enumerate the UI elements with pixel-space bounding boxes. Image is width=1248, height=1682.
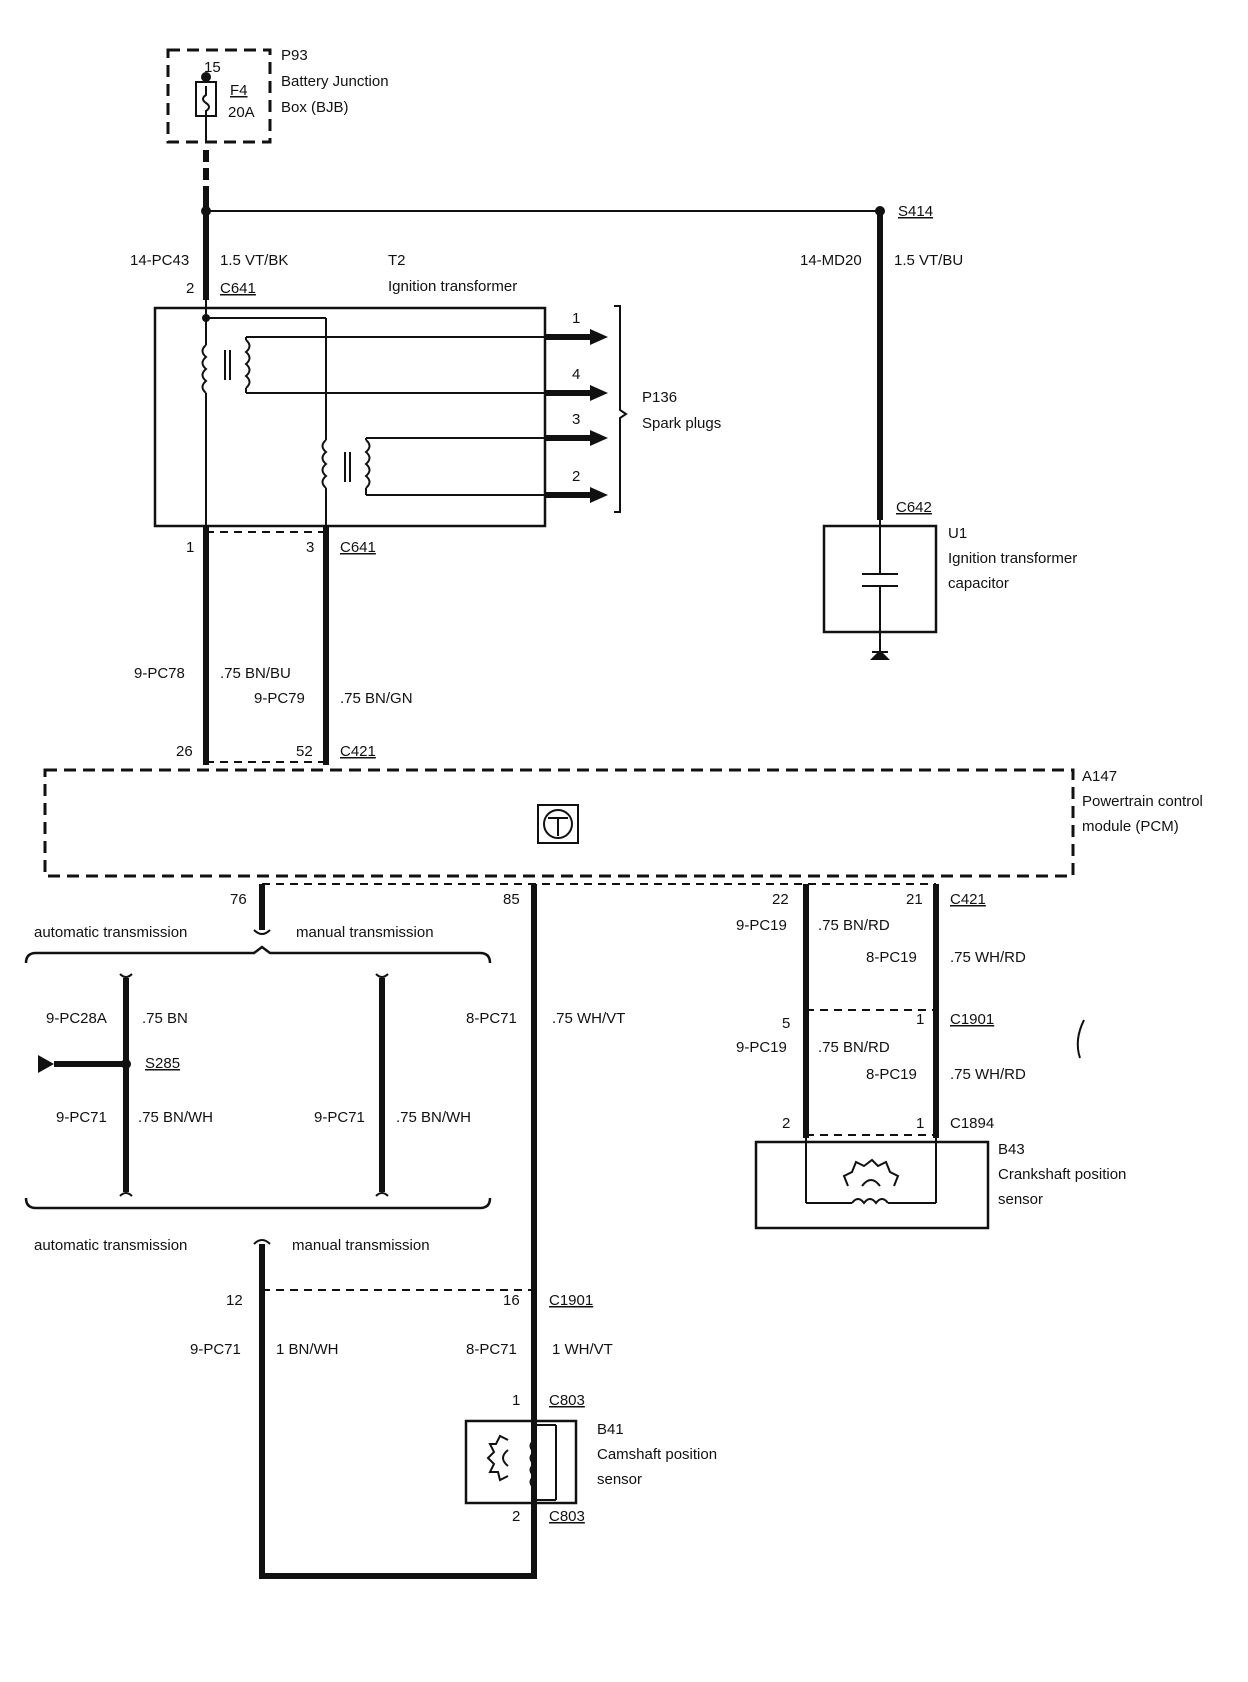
pc78-spec: .75 BN/BU <box>220 665 291 682</box>
fuse-rating: 20A <box>228 104 255 121</box>
u1-name-1: Ignition transformer <box>948 550 1077 567</box>
crankshaft-gear-icon <box>842 1158 900 1187</box>
bjb-id: P93 <box>281 47 308 64</box>
pc71-auto-spec: .75 BN/WH <box>138 1109 213 1126</box>
b43-pin-1: 1 <box>916 1115 924 1132</box>
fuse-id: F4 <box>230 82 248 99</box>
pcm-id: A147 <box>1082 768 1117 785</box>
battery-junction-box: 15 F4 20A P93 Battery Junction Box (BJB) <box>166 47 389 144</box>
bjb-name-2: Box (BJB) <box>281 99 349 116</box>
scan-artifact <box>1076 1019 1085 1059</box>
spark-plugs-id: P136 <box>642 389 677 406</box>
splice-s285-label: S285 <box>145 1055 180 1072</box>
pc43-spec: 1.5 VT/BK <box>220 252 288 269</box>
b41-pin-top: 1 <box>512 1392 520 1409</box>
u1-conn: C642 <box>896 499 932 516</box>
spark-plug-1: 1 <box>572 310 580 327</box>
8pc71-mid-spec: .75 WH/VT <box>552 1010 625 1027</box>
b43-name-1: Crankshaft position <box>998 1166 1126 1183</box>
pcm-module-icon <box>537 804 579 844</box>
pcm-pin-26: 26 <box>176 743 193 760</box>
splice-s414-label: S414 <box>898 203 933 220</box>
pcm-name-2: module (PCM) <box>1082 818 1179 835</box>
8pc71-bottom-spec: 1 WH/VT <box>552 1341 613 1358</box>
t2-id: T2 <box>388 252 406 269</box>
spark-plug-4: 4 <box>572 366 580 383</box>
ignition-transformer: T2 Ignition transformer <box>153 252 552 528</box>
pc19-a-circuit: 9-PC19 <box>736 917 787 934</box>
b43-pin-2: 2 <box>782 1115 790 1132</box>
8pc71-bottom-circuit: 8-PC71 <box>466 1341 517 1358</box>
b41-conn-bottom: C803 <box>549 1508 585 1525</box>
bjb-name-1: Battery Junction <box>281 73 389 90</box>
pc78-circuit: 9-PC78 <box>134 665 185 682</box>
8pc19-a-spec: .75 WH/RD <box>950 949 1026 966</box>
b41-pin-bottom: 2 <box>512 1508 520 1525</box>
trans-manual-bottom: manual transmission <box>292 1237 430 1254</box>
t2-pin-top: 2 <box>186 280 194 297</box>
u1-id: U1 <box>948 525 967 542</box>
pcm-pin-85: 85 <box>503 891 520 908</box>
t2-pin-3: 3 <box>306 539 314 556</box>
t2-name: Ignition transformer <box>388 278 517 295</box>
c1901-right-conn: C1901 <box>950 1011 994 1028</box>
pc19-b-circuit: 9-PC19 <box>736 1039 787 1056</box>
camshaft-gear-icon <box>486 1434 509 1482</box>
u1-name-2: capacitor <box>948 575 1009 592</box>
md20-circuit: 14-MD20 <box>800 252 862 269</box>
pcm-name-1: Powertrain control <box>1082 793 1203 810</box>
pcm-pin-21: 21 <box>906 891 923 908</box>
pc71-auto-circuit: 9-PC71 <box>56 1109 107 1126</box>
pcm-conn-bottom: C421 <box>950 891 986 908</box>
b43-name-2: sensor <box>998 1191 1043 1208</box>
8pc19-a-circuit: 8-PC19 <box>866 949 917 966</box>
8pc71-mid-circuit: 8-PC71 <box>466 1010 517 1027</box>
bjb-pin-15: 15 <box>204 59 221 76</box>
spark-plug-3: 3 <box>572 411 580 428</box>
ignition-transformer-capacitor: U1 Ignition transformer capacitor <box>822 520 1077 660</box>
c1901-right-pin-5: 5 <box>782 1015 790 1032</box>
pcm-pin-22: 22 <box>772 891 789 908</box>
b41-id: B41 <box>597 1421 624 1438</box>
pc71-bottom-spec: 1 BN/WH <box>276 1341 339 1358</box>
c1901-right-pin-1: 1 <box>916 1011 924 1028</box>
t2-conn-bottom: C641 <box>340 539 376 556</box>
trans-manual-top: manual transmission <box>296 924 434 941</box>
powertrain-control-module: A147 Powertrain control module (PCM) <box>43 768 1203 878</box>
camshaft-position-sensor: B41 Camshaft position sensor <box>464 1419 717 1505</box>
pcm-conn-top: C421 <box>340 743 376 760</box>
b41-name-1: Camshaft position <box>597 1446 717 1463</box>
b43-conn: C1894 <box>950 1115 994 1132</box>
t2-pin-1: 1 <box>186 539 194 556</box>
pc28a-circuit: 9-PC28A <box>46 1010 107 1027</box>
pc19-b-spec: .75 BN/RD <box>818 1039 890 1056</box>
8pc19-b-circuit: 8-PC19 <box>866 1066 917 1083</box>
pcm-pin-52: 52 <box>296 743 313 760</box>
trans-auto-bottom: automatic transmission <box>34 1237 187 1254</box>
trans-auto-top: automatic transmission <box>34 924 187 941</box>
c1901-pin-16: 16 <box>503 1292 520 1309</box>
c1901-bottom-conn: C1901 <box>549 1292 593 1309</box>
spark-plug-outputs: 1 4 3 2 P136 Spark plugs <box>545 305 721 513</box>
pc19-a-spec: .75 BN/RD <box>818 917 890 934</box>
pc79-spec: .75 BN/GN <box>340 690 413 707</box>
spark-plug-2: 2 <box>572 468 580 485</box>
pc43-circuit: 14-PC43 <box>130 252 189 269</box>
crankshaft-position-sensor: B43 Crankshaft position sensor <box>754 1138 1126 1230</box>
pcm-pin-76: 76 <box>230 891 247 908</box>
pc28a-spec: .75 BN <box>142 1010 188 1027</box>
md20-spec: 1.5 VT/BU <box>894 252 963 269</box>
b41-name-2: sensor <box>597 1471 642 1488</box>
t2-conn-top: C641 <box>220 280 256 297</box>
pc71-bottom-circuit: 9-PC71 <box>190 1341 241 1358</box>
b43-id: B43 <box>998 1141 1025 1158</box>
pc79-circuit: 9-PC79 <box>254 690 305 707</box>
spark-plugs-name: Spark plugs <box>642 415 721 432</box>
8pc19-b-spec: .75 WH/RD <box>950 1066 1026 1083</box>
b41-conn-top: C803 <box>549 1392 585 1409</box>
pc71-manual-spec: .75 BN/WH <box>396 1109 471 1126</box>
c1901-pin-12: 12 <box>226 1292 243 1309</box>
pc71-manual-circuit: 9-PC71 <box>314 1109 365 1126</box>
